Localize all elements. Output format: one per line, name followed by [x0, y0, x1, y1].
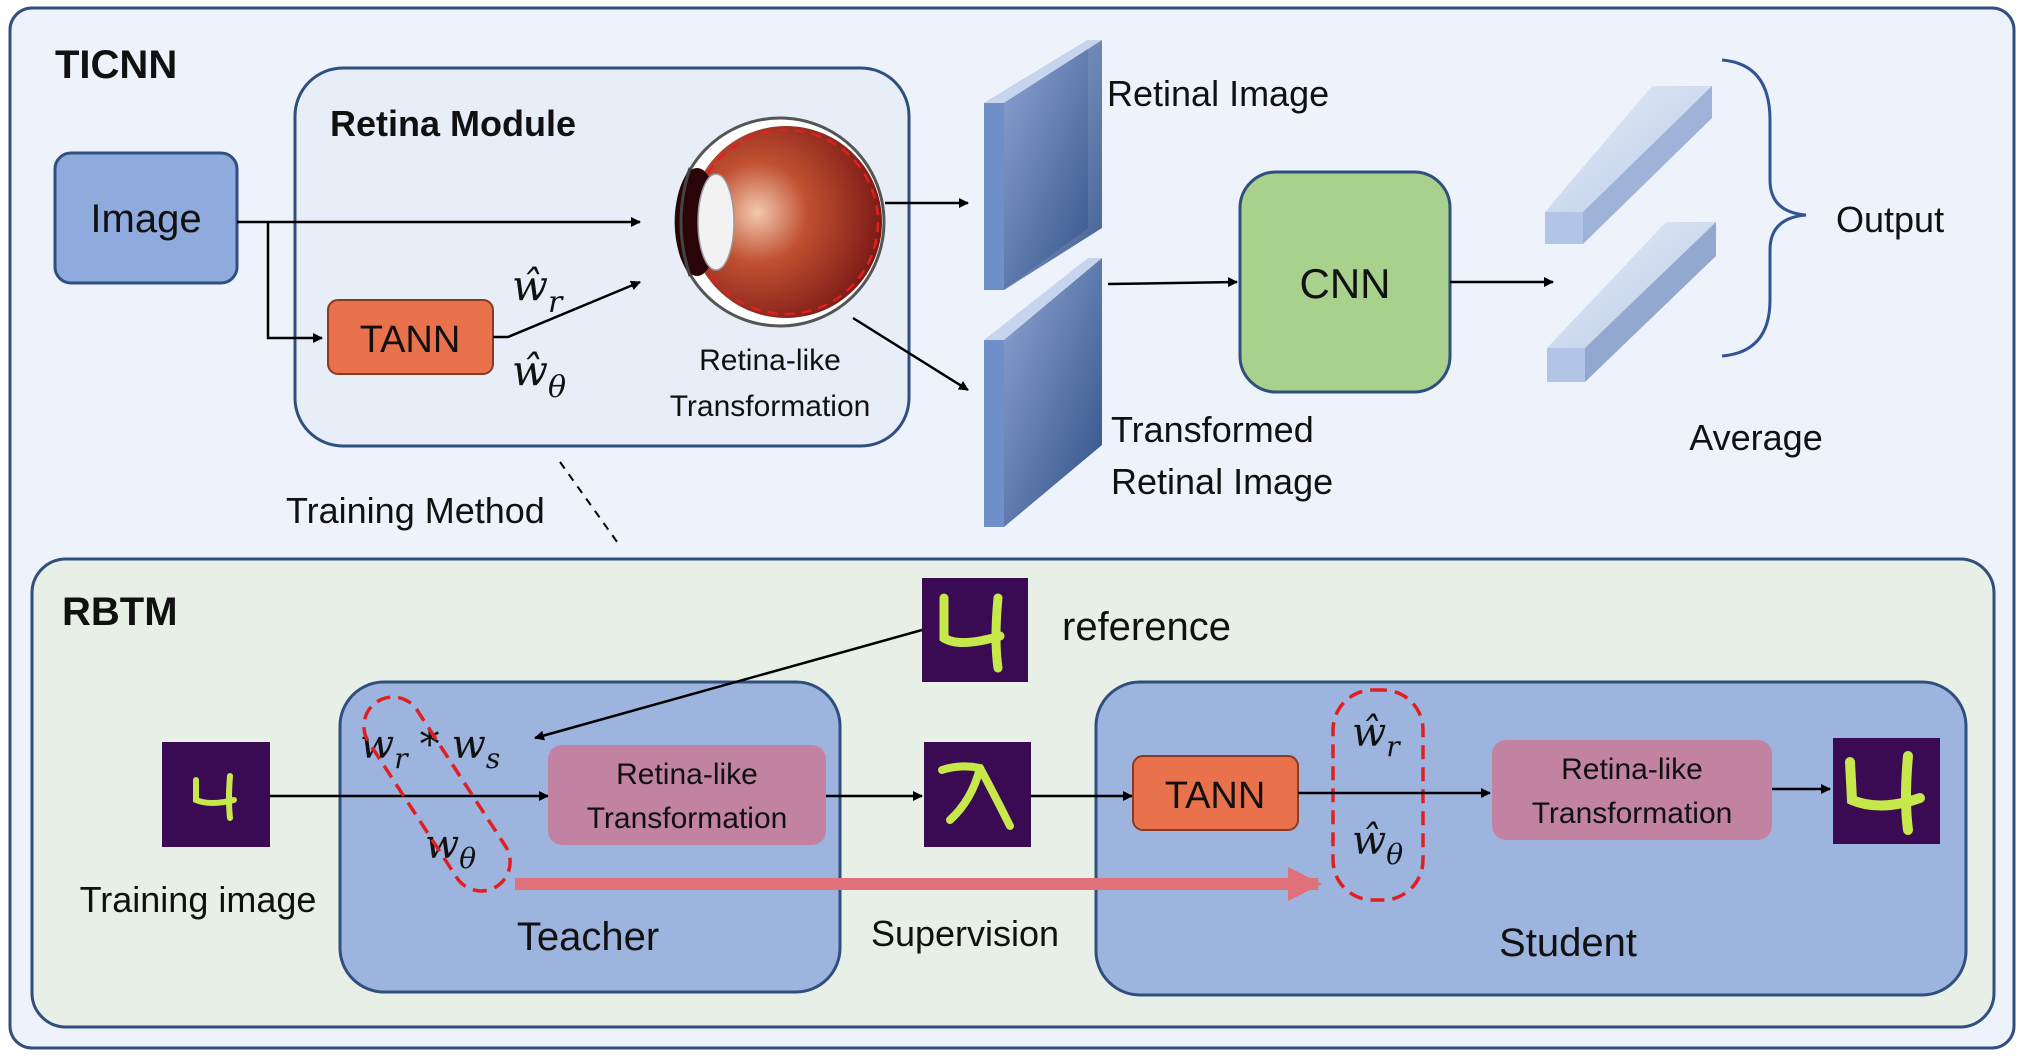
- teacher-label: Teacher: [517, 915, 659, 959]
- image-box: [53, 151, 239, 285]
- training-method-dashed-line: [559, 461, 621, 547]
- student-w-theta-hat: ŵθ: [1352, 818, 1403, 871]
- transformed-retinal-image-slab: [984, 258, 1102, 527]
- student-params-dashed-highlight: [1331, 688, 1425, 902]
- image-box-label: Image: [90, 197, 201, 241]
- output-vector-bar-icon: [1547, 222, 1716, 382]
- student-tann-label: TANN: [1165, 775, 1266, 817]
- tann-label: TANN: [360, 319, 461, 361]
- w-r-hat-symbol: ŵr: [512, 261, 564, 320]
- student-w-r-hat: ŵr: [1352, 710, 1401, 763]
- ticnn-title: TICNN: [55, 43, 177, 87]
- tann-to-eye-arrow: [493, 280, 641, 339]
- curly-brace-icon: [1721, 58, 1807, 358]
- average-label: Average: [1689, 417, 1822, 458]
- cnn-label: CNN: [1300, 260, 1391, 307]
- retina-like-label-line2: Transformation: [670, 390, 871, 423]
- teacher-formula-wtheta: wθ: [425, 822, 476, 875]
- training-method-label: Training Method: [286, 490, 545, 531]
- rbtm-title: RBTM: [62, 590, 178, 634]
- student-retina-transform-box: [1492, 740, 1772, 840]
- retinal-image-label: Retinal Image: [1107, 73, 1329, 114]
- retinal-image-slab: [984, 40, 1102, 290]
- teacher-transform-line2: Transformation: [587, 802, 788, 835]
- reference-digit-image: [922, 578, 1028, 682]
- image-to-tann-arrow: [266, 222, 323, 343]
- output-vector-bar-icon: [1545, 86, 1712, 244]
- transformed-digit-image: [924, 742, 1031, 847]
- training-digit-image: [162, 742, 270, 847]
- student-label: Student: [1499, 921, 1637, 965]
- reference-label: reference: [1062, 605, 1231, 649]
- teacher-retina-transform-box: [548, 745, 826, 845]
- supervision-label: Supervision: [871, 913, 1059, 954]
- output-label: Output: [1836, 199, 1944, 240]
- transformed-label-line2: Retinal Image: [1111, 461, 1333, 502]
- training-image-label: Training image: [80, 879, 317, 920]
- eye-to-transformed-image-arrow: [852, 316, 969, 392]
- eye-cross-section-icon: [674, 116, 886, 328]
- w-theta-hat-symbol: ŵθ: [512, 346, 566, 405]
- retina-like-label-line1: Retina-like: [699, 344, 841, 377]
- slabs-to-cnn-arrow: [1107, 277, 1238, 288]
- student-transform-line2: Transformation: [1532, 797, 1733, 830]
- student-transform-line1: Retina-like: [1561, 753, 1703, 786]
- reference-to-ws-arrow: [534, 628, 923, 741]
- transformed-label-line1: Transformed: [1111, 409, 1314, 450]
- teacher-formula-wr-ws: wr*ws: [360, 722, 500, 775]
- student-output-digit-image: [1833, 738, 1940, 844]
- teacher-params-dashed-highlight: [362, 695, 512, 893]
- teacher-transform-line1: Retina-like: [616, 758, 758, 791]
- retina-module-title: Retina Module: [330, 103, 576, 144]
